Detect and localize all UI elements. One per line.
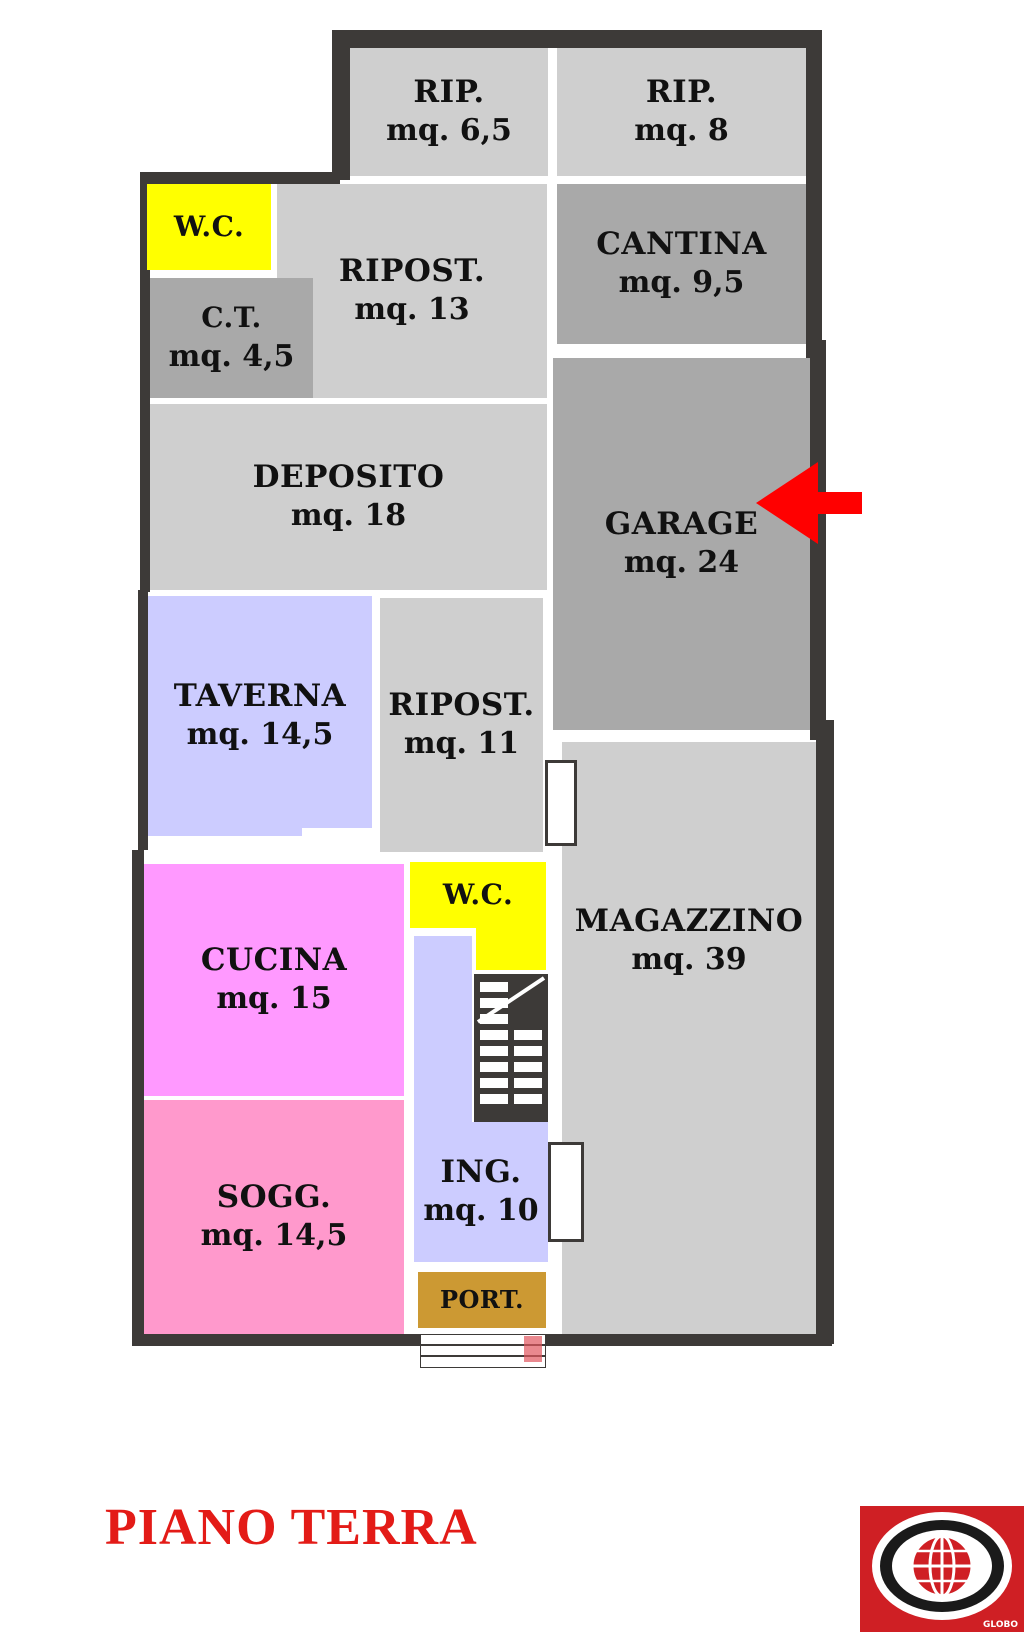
room-area: mq. 39 — [631, 942, 747, 977]
room-name: C.T. — [201, 301, 262, 334]
room-name: TAVERNA — [173, 678, 347, 714]
room-ingresso: ING. mq. 10 — [414, 1122, 548, 1262]
room-garage: GARAGE mq. 24 — [553, 358, 810, 730]
room-magazzino: MAGAZZINO mq. 39 — [562, 742, 816, 1334]
room-area: mq. 14,5 — [200, 1218, 348, 1253]
wall — [332, 30, 822, 48]
door — [302, 828, 372, 852]
room-name: ING. — [440, 1154, 522, 1190]
wall — [140, 172, 150, 592]
room-rip-1: RIP. mq. 6,5 — [350, 48, 548, 176]
room-area: mq. 18 — [290, 498, 407, 533]
entry-corridor — [414, 936, 472, 1126]
room-area: mq. 9,5 — [618, 265, 745, 300]
room-name: GARAGE — [604, 506, 759, 542]
wc-bottom-extension — [476, 926, 546, 970]
room-soggiorno: SOGG. mq. 14,5 — [144, 1100, 404, 1334]
room-name: CANTINA — [596, 226, 767, 262]
wall — [816, 720, 834, 1344]
room-wc-top: W.C. — [147, 184, 271, 270]
room-area: mq. 10 — [423, 1193, 539, 1228]
room-name: RIP. — [645, 74, 718, 110]
wall — [140, 172, 340, 184]
staircase — [474, 974, 548, 1122]
door — [548, 1142, 584, 1242]
room-cantina: CANTINA mq. 9,5 — [557, 184, 806, 344]
room-area: mq. 14,5 — [186, 717, 334, 752]
room-name: PORT. — [439, 1285, 525, 1314]
room-area: mq. 6,5 — [386, 113, 512, 148]
room-area: mq. 13 — [354, 292, 470, 327]
wall — [138, 590, 148, 850]
room-name: W.C. — [442, 878, 514, 911]
wall — [332, 30, 350, 180]
entry-steps — [420, 1334, 546, 1368]
room-area: mq. 8 — [634, 113, 729, 148]
room-taverna: TAVERNA mq. 14,5 — [148, 596, 372, 836]
room-name: W.C. — [173, 210, 245, 243]
room-name: RIPOST. — [388, 687, 535, 723]
wall — [132, 850, 144, 1344]
door — [545, 760, 577, 846]
globe-icon — [872, 1512, 1012, 1620]
room-name: RIPOST. — [338, 253, 486, 289]
room-name: SOGG. — [216, 1179, 332, 1215]
room-cucina: CUCINA mq. 15 — [144, 864, 404, 1096]
room-wc-bottom: W.C. — [410, 862, 546, 928]
room-name: CUCINA — [200, 942, 348, 978]
door — [570, 344, 636, 358]
wall — [806, 170, 822, 360]
arrow-left-icon — [756, 462, 862, 544]
room-porch: PORT. — [418, 1272, 546, 1328]
room-name: RIP. — [413, 74, 485, 110]
room-rip-2: RIP. mq. 8 — [557, 48, 806, 176]
wall — [806, 30, 822, 180]
door — [448, 1262, 500, 1272]
room-deposito: DEPOSITO mq. 18 — [150, 404, 547, 590]
room-ct: C.T. mq. 4,5 — [150, 278, 313, 398]
room-area: mq. 4,5 — [168, 339, 295, 374]
room-area: mq. 15 — [216, 981, 332, 1016]
room-ripost-11: RIPOST. mq. 11 — [380, 598, 543, 852]
floor-title: PIANO TERRA — [105, 1499, 478, 1556]
agency-logo: GLOBO — [860, 1506, 1024, 1632]
logo-text: GLOBO — [983, 1620, 1018, 1630]
room-area: mq. 24 — [623, 545, 740, 580]
room-area: mq. 11 — [403, 726, 520, 761]
room-ripost-13: RIPOST. mq. 13 — [277, 184, 547, 398]
room-name: DEPOSITO — [252, 459, 445, 495]
room-name: MAGAZZINO — [574, 903, 804, 939]
